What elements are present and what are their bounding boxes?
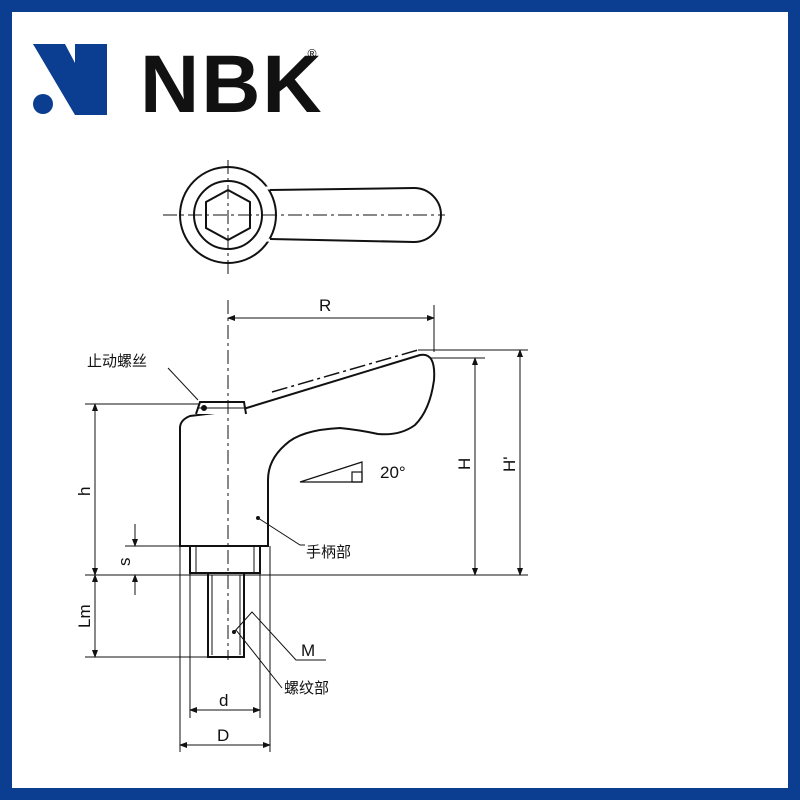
set-screw-dot: [201, 405, 207, 411]
dim-H-label: H: [455, 458, 474, 470]
thread-part-label: 螺纹部: [284, 679, 329, 697]
nbk-n-mark-icon: [33, 44, 107, 115]
angle-indicator: [299, 461, 363, 483]
handle-leader-dot: [256, 516, 260, 520]
dim-s-label: s: [115, 558, 134, 567]
set-screw-label: 止动螺丝: [87, 352, 147, 370]
angle-label: 20°: [380, 463, 406, 482]
dim-M-label: M: [301, 641, 315, 660]
registered-mark: ®: [306, 47, 318, 61]
handle-body: [179, 353, 436, 547]
dim-Lm-label: Lm: [75, 604, 94, 628]
dim-R-label: R: [319, 296, 331, 315]
thread-leader-dot: [232, 630, 236, 634]
dim-h-label: h: [75, 487, 94, 496]
threaded-stud: [207, 572, 245, 658]
nbk-logo: NBK ®: [33, 39, 324, 130]
handle-part-label: 手柄部: [306, 543, 351, 561]
dim-d-label: d: [219, 691, 228, 710]
top-view: [163, 160, 445, 275]
dimensions: [85, 305, 528, 752]
dim-H-prime-label: H': [500, 456, 519, 472]
hub-collar: [189, 545, 261, 574]
side-view: [179, 300, 436, 660]
dim-D-label: D: [217, 726, 229, 745]
brand-name: NBK: [140, 39, 324, 130]
